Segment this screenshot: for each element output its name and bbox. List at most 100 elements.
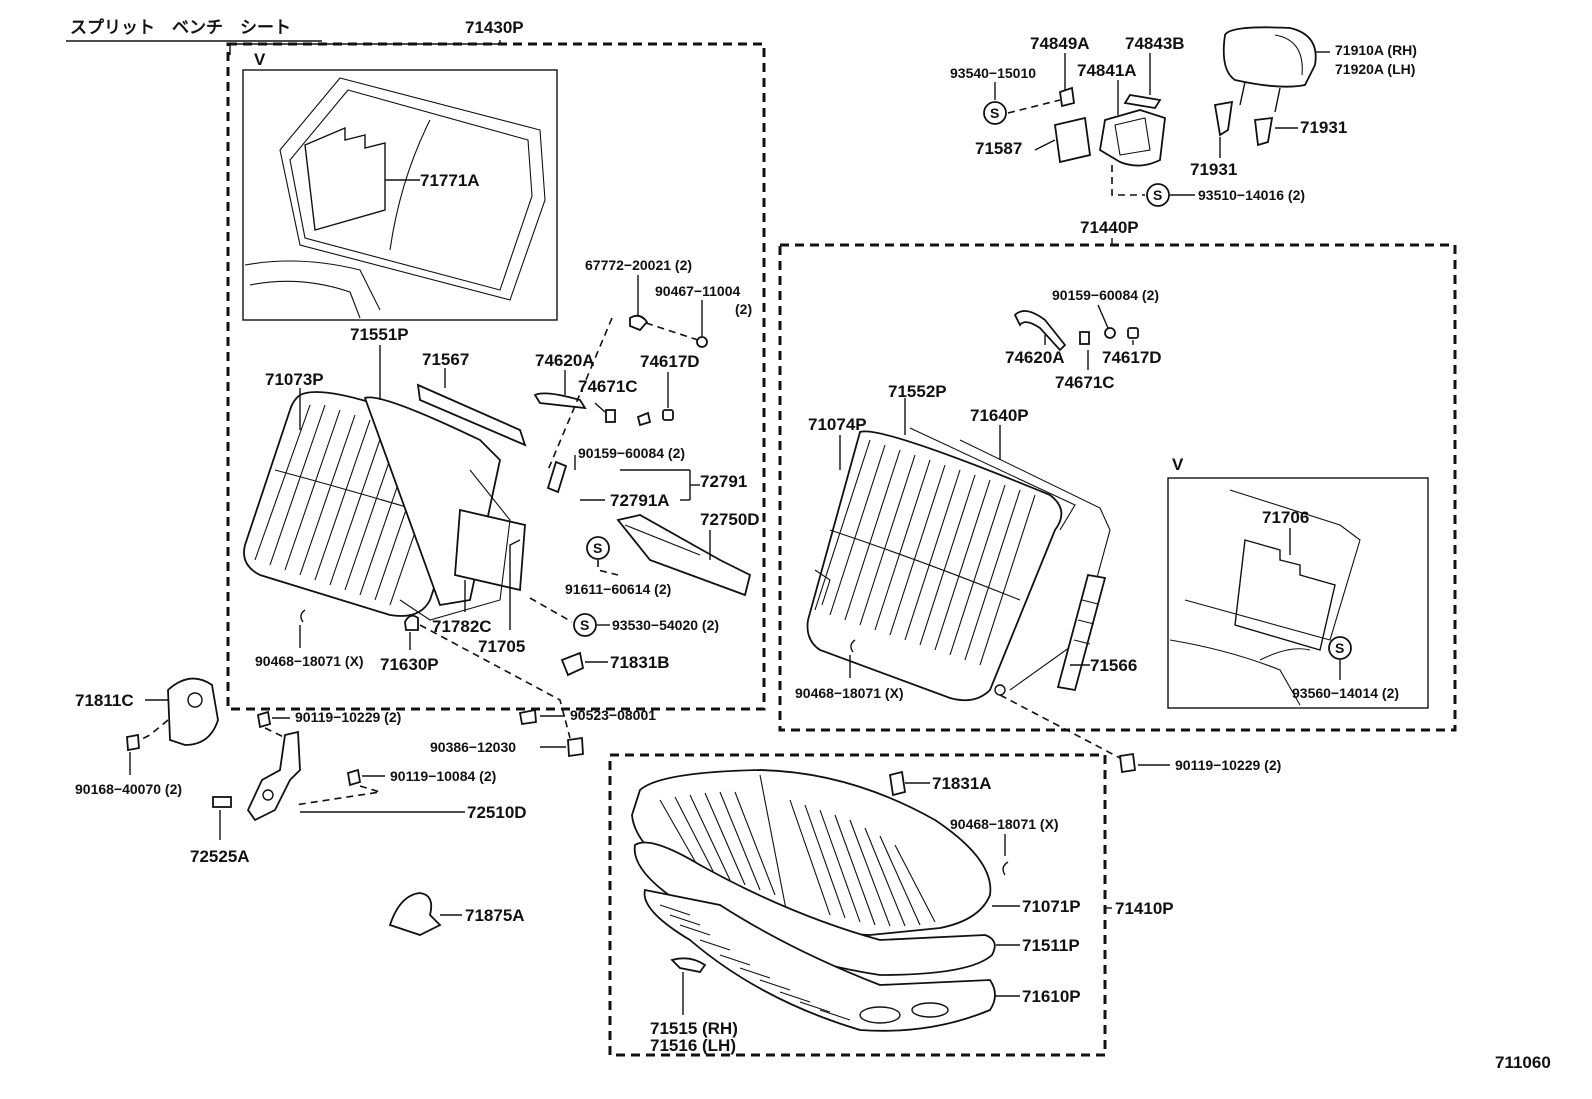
bolt-90119-10084: [346, 768, 362, 787]
callout-90168: 90168−40070 (2): [75, 781, 182, 797]
inset-panel-71771a: [304, 126, 386, 231]
leader-74671c-left: [594, 402, 606, 413]
hinge-cover-71515: [670, 957, 707, 973]
callout-71811c: 71811C: [75, 691, 134, 710]
cushion-seam-right: [829, 529, 1021, 601]
callout-74849a: 74849A: [1030, 34, 1090, 53]
hinge-72510d: [246, 730, 301, 822]
callout-71630p: 71630P: [380, 655, 439, 674]
seat-cushion-split: [759, 774, 791, 931]
cushion-ribs-left: [254, 404, 446, 606]
headrest-stay-right: [1274, 87, 1281, 113]
frame-71640p: [959, 439, 1111, 691]
dash-90168: [139, 719, 169, 741]
inset-cushion-edge-right: [1169, 639, 1301, 706]
trim-strip-71567: [416, 383, 527, 447]
callout-71567: 71567: [422, 350, 469, 369]
bracket-74849a: [1059, 86, 1075, 108]
cover-71831b: [560, 651, 585, 677]
dash-91611: [597, 560, 619, 576]
callout-71931-left: 71931: [1190, 160, 1237, 179]
callout-90159-left: 90159−60084 (2): [578, 445, 685, 461]
cover-71875a: [388, 892, 442, 936]
seatback-cushion-71073p: [243, 391, 501, 617]
callout-72750d: 72750D: [700, 510, 760, 529]
part-74617d-left: [662, 409, 674, 421]
callout-71875a: 71875A: [465, 906, 525, 925]
callout-71831a: 71831A: [932, 774, 992, 793]
callout-90468-left: 90468−18071 (X): [255, 653, 364, 669]
clip-67772: [629, 314, 649, 332]
callout-90468-right: 90468−18071 (X): [795, 685, 904, 701]
dash-93530: [529, 597, 573, 623]
hinge-parts-group: 71811C 90168−40070 (2) 90119−10229 (2) 7…: [75, 624, 656, 936]
callout-71705: 71705: [478, 637, 525, 656]
callout-72525a: 72525A: [190, 847, 250, 866]
view-marker-left: V: [254, 50, 266, 69]
callout-71640p: 71640P: [970, 406, 1029, 425]
callout-71516: 71516 (LH): [650, 1036, 736, 1055]
callout-74671c-left: 74671C: [578, 377, 638, 396]
hinge-pivot: [262, 789, 274, 801]
callout-71073p: 71073P: [265, 370, 324, 389]
callout-71511p: 71511P: [1022, 936, 1080, 955]
callout-71552p: 71552P: [888, 382, 947, 401]
bolt-90119-10229-right: [1118, 752, 1137, 774]
assembly-box-71440p: [778, 243, 1457, 732]
part-74617d-right: [1127, 327, 1139, 339]
cover-71831a: [888, 770, 907, 797]
screw-marker-91611-s: S: [593, 540, 602, 556]
callout-72791: 72791: [700, 472, 747, 491]
hinge-cover-hole: [187, 692, 203, 708]
callout-90386: 90386−12030: [430, 739, 516, 755]
assembly-71440p: 71440P 90159−60084 (2) 74620A 74671C 746…: [778, 218, 1457, 759]
inset-cushion-edge: [244, 260, 381, 311]
dash-90119-10084: [294, 785, 381, 806]
leader-71587: [1034, 139, 1056, 151]
callout-71771a: 71771A: [420, 171, 480, 190]
nut-90159-right: [1104, 327, 1116, 339]
headrest-71910a: [1222, 26, 1317, 88]
recliner-handle-detail: [624, 524, 701, 556]
callout-71071p: 71071P: [1022, 897, 1081, 916]
headrest-contour: [1274, 34, 1303, 76]
pad-71587: [1053, 116, 1092, 164]
callout-74843b: 74843B: [1125, 34, 1185, 53]
callout-72510d: 72510D: [467, 803, 527, 822]
callout-67772: 67772−20021 (2): [585, 257, 692, 273]
leader-71430p: [229, 40, 501, 55]
callout-74620a-right: 74620A: [1005, 348, 1065, 367]
callout-71610p: 71610P: [1022, 987, 1081, 1006]
screw-marker-93510: [1146, 183, 1170, 207]
callout-90119-10229-left: 90119−10229 (2): [295, 709, 401, 725]
inset-panel-71706: [1234, 539, 1336, 651]
callout-71515: 71515 (RH): [650, 1019, 738, 1038]
callout-90467-qty: (2): [735, 301, 752, 317]
seat-frame-71610p: [643, 888, 996, 1032]
assembly-71410p: 71410P 71831A 90468−18071 (X) 71071P 715…: [608, 753, 1174, 1057]
bolt-90119-10229-left: [256, 710, 272, 729]
callout-71566: 71566: [1090, 656, 1137, 675]
release-cable-74620a-left: [533, 392, 587, 410]
part-74671c-right: [1079, 331, 1090, 345]
callout-71910a: 71910A (RH): [1335, 42, 1417, 58]
callout-90523: 90523−08001: [570, 707, 656, 723]
view-marker-right: V: [1172, 455, 1184, 474]
callout-91611: 91611−60614 (2): [565, 581, 671, 597]
screw-marker-93510-s: S: [1153, 187, 1162, 203]
spacer-72525a: [212, 796, 232, 808]
inset-frame-right: [1167, 477, 1429, 709]
seat-cushion-ribs: [659, 791, 936, 927]
headrest-stay-left: [1239, 81, 1246, 106]
dash-90119-right: [999, 694, 1121, 759]
callout-74841a: 74841A: [1077, 61, 1137, 80]
hinge-cover-71811c: [167, 677, 219, 746]
callout-90467: 90467−11004: [655, 283, 740, 299]
hinge-bracket-71630p: [404, 614, 419, 631]
assembly-label-71430p: 71430P: [465, 18, 524, 37]
callout-74617d-right: 74617D: [1102, 348, 1162, 367]
callout-71551p: 71551P: [350, 325, 409, 344]
seat-frame-left: [399, 469, 511, 621]
bezel-74841a-inner: [1114, 117, 1151, 156]
